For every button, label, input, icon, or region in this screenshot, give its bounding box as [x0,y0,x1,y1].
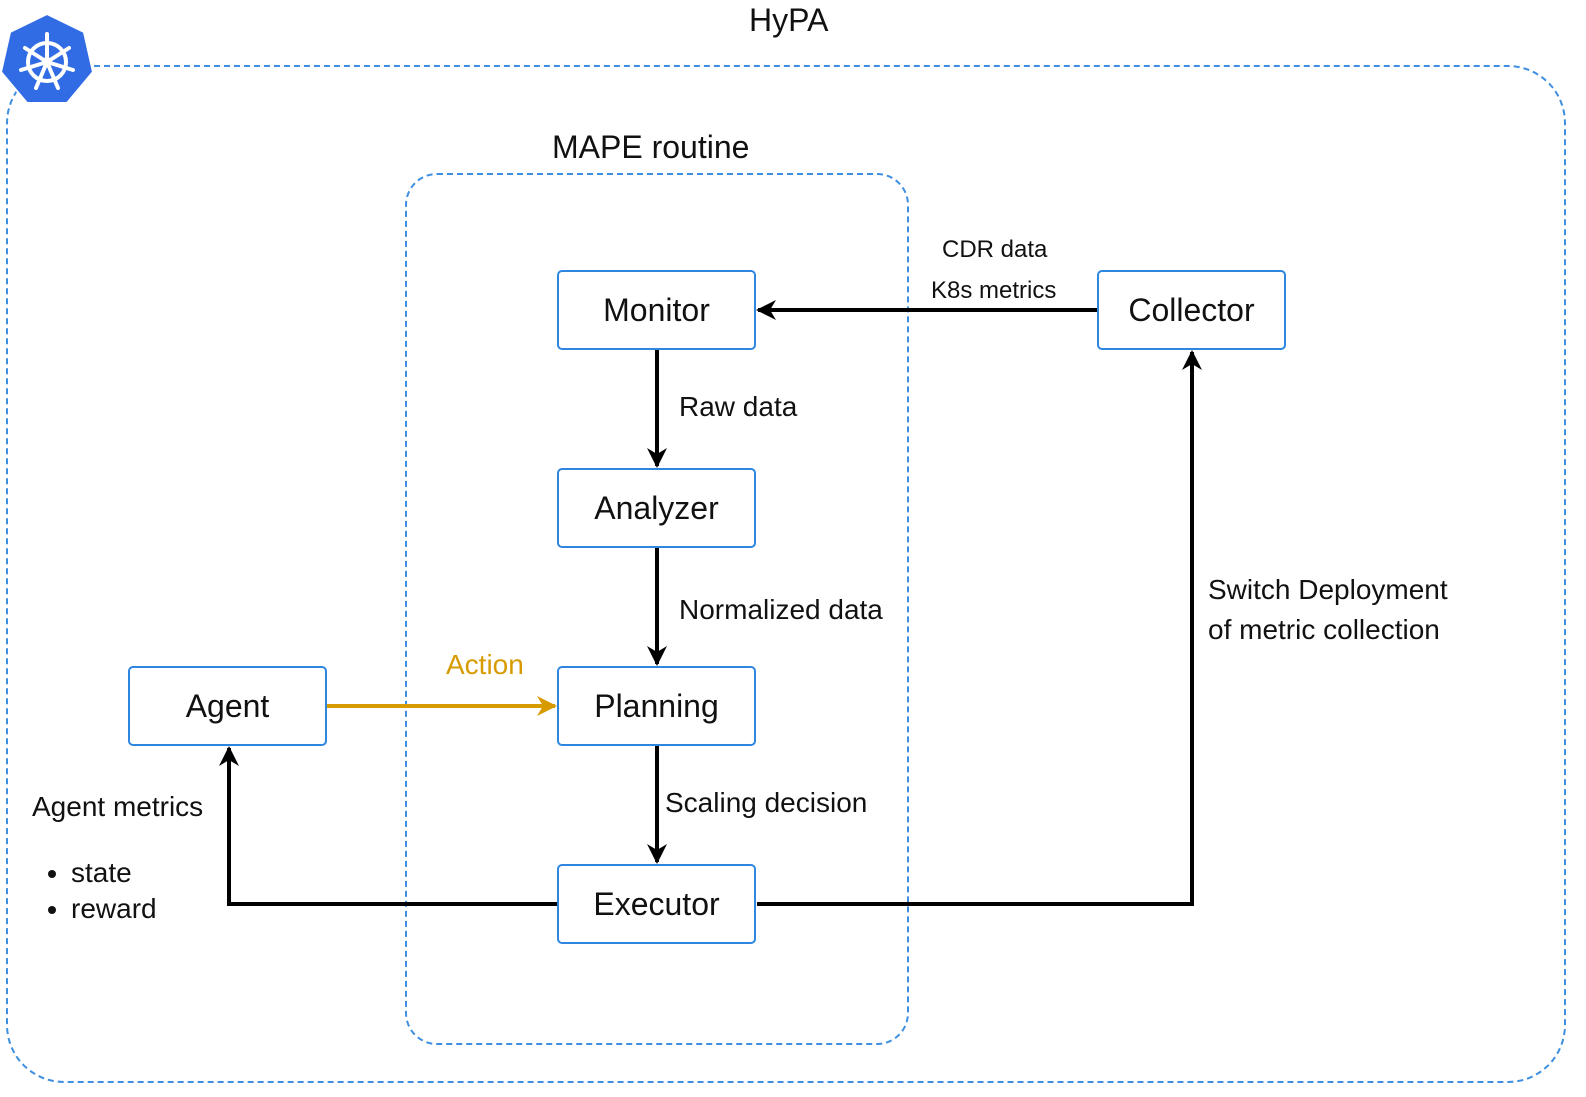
edge-executor-to-collector [757,350,1202,906]
edge-executor-to-agent [219,746,557,906]
mape-routine-container [405,173,909,1045]
edge-label-k8s-metrics: K8s metrics [931,277,1057,304]
planning-node: Planning [557,666,756,746]
edge-label-normalized-data: Normalized data [679,594,883,625]
edge-label-agent-metrics: Agent metrics [32,791,204,822]
edge-label-switch-deployment: Switch Deployment [1208,574,1448,605]
monitor-node: Monitor [557,270,756,350]
executor-node: Executor [557,864,756,944]
edge-label-cdr-data: CDR data [942,236,1048,263]
agent-metric-item: state [71,855,157,891]
agent-metric-item: reward [71,891,157,927]
kubernetes-helm-icon [0,12,94,104]
edge-label-raw-data: Raw data [679,391,798,422]
agent-metrics-list: state reward [31,855,157,927]
collector-node: Collector [1097,270,1286,350]
agent-node: Agent [128,666,327,746]
edge-label-metric-collection: of metric collection [1208,614,1440,645]
hypa-container [6,65,1566,1083]
mape-routine-title: MAPE routine [552,129,750,165]
edge-label-scaling-decision: Scaling decision [665,787,868,818]
analyzer-node: Analyzer [557,468,756,548]
hypa-title: HyPA [749,2,829,38]
edge-label-action: Action [446,649,524,680]
